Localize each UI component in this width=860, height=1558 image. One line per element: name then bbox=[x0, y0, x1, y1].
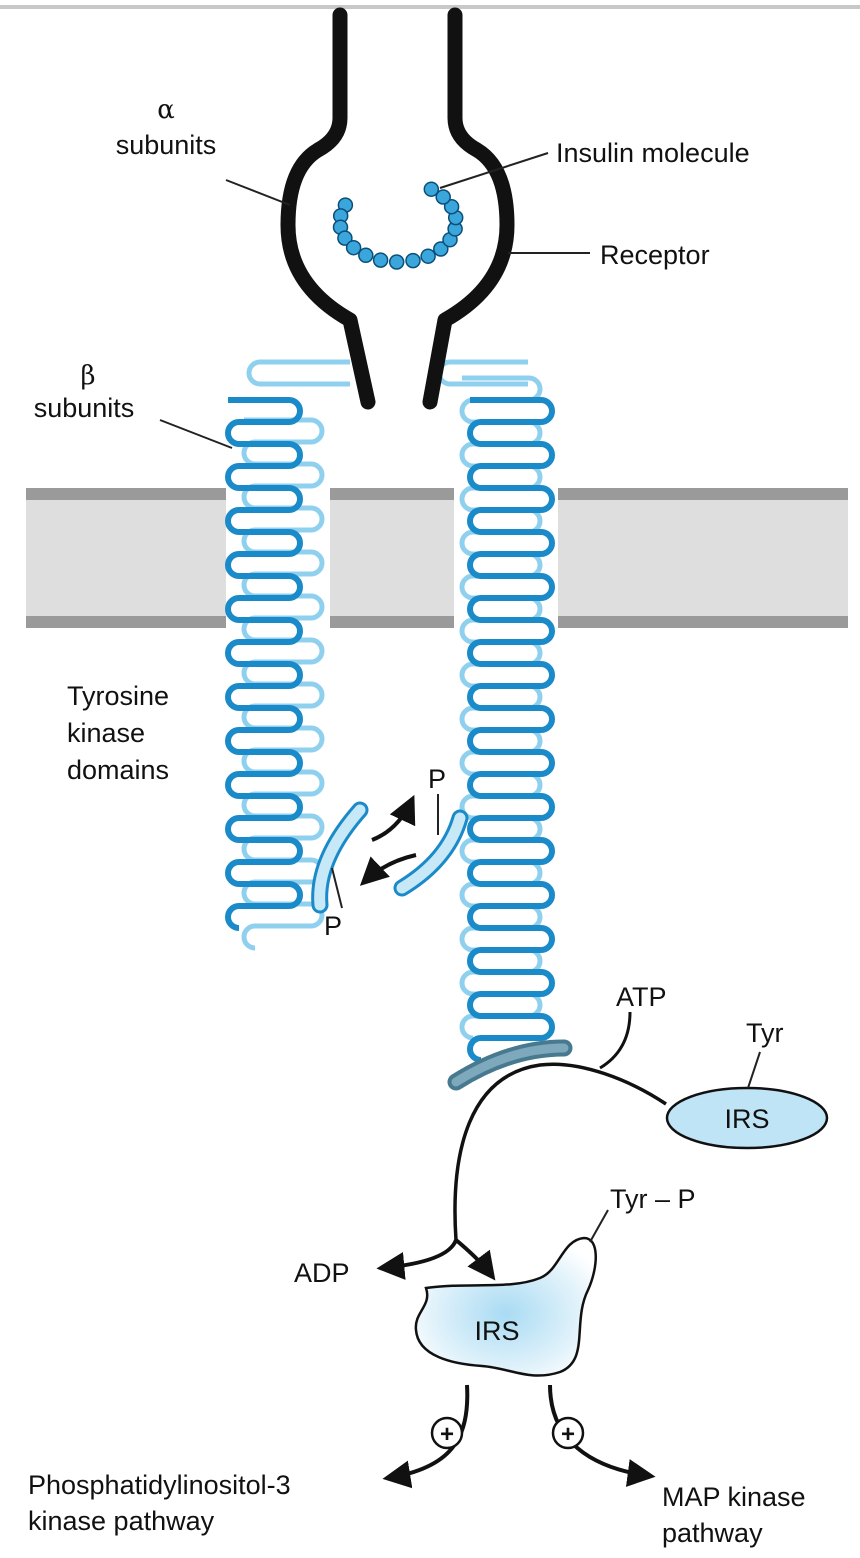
beta-left-front-strand bbox=[225, 397, 303, 931]
insulin-bead bbox=[405, 252, 421, 269]
pathway-curve bbox=[453, 1062, 667, 1241]
tyrosine-label-line1: Tyrosine bbox=[67, 681, 169, 711]
receptor-label: Receptor bbox=[600, 240, 710, 270]
p-leader-lower bbox=[331, 867, 343, 909]
tyrosine-label-line3: domains bbox=[67, 755, 169, 785]
alpha-subunit-right bbox=[422, 7, 515, 410]
beta-symbol: β bbox=[80, 361, 95, 391]
irs-inactive bbox=[665, 1086, 829, 1150]
insulin-bead bbox=[433, 241, 449, 257]
insulin-bead bbox=[358, 247, 374, 264]
beta-leader bbox=[159, 419, 233, 449]
beta-subunits-label: subunits bbox=[34, 393, 135, 423]
irs-active-label: IRS bbox=[474, 1316, 519, 1346]
insulin-bead bbox=[372, 252, 389, 268]
insulin-bead bbox=[435, 189, 451, 205]
beta-subunit-right bbox=[436, 359, 555, 1063]
cell-membrane bbox=[26, 486, 848, 632]
tyr-leader bbox=[747, 1051, 761, 1089]
plus-circle-right bbox=[551, 1416, 585, 1450]
atp-label: ATP bbox=[616, 982, 667, 1012]
insulin-bead bbox=[420, 248, 436, 264]
alpha-subunits-label: subunits bbox=[116, 130, 217, 160]
alpha-leader bbox=[225, 179, 291, 206]
insulin-bead bbox=[443, 198, 460, 215]
phospho-label-upper: P bbox=[428, 764, 446, 794]
arrow-up-right bbox=[371, 794, 416, 842]
autophosphorylation bbox=[311, 794, 469, 914]
adp-label: ADP bbox=[294, 1258, 350, 1288]
beta-right-top-loop bbox=[436, 359, 528, 387]
reaction-pathway bbox=[376, 1011, 667, 1281]
mapk-label-line2: pathway bbox=[662, 1518, 763, 1548]
beta-right-front-strand bbox=[467, 397, 555, 1063]
alpha-symbol: α bbox=[157, 95, 175, 125]
arrow-down-left bbox=[359, 853, 417, 886]
alpha-subunits bbox=[280, 7, 515, 410]
plus-sign-left: + bbox=[440, 1421, 454, 1448]
arrow-mapk bbox=[548, 1384, 656, 1487]
tyrosine-label-line2: kinase bbox=[67, 718, 145, 748]
insulin-molecule-label: Insulin molecule bbox=[556, 138, 750, 168]
insulin-molecule bbox=[332, 181, 464, 270]
arrow-to-adp bbox=[376, 1239, 458, 1280]
plus-circle-left bbox=[430, 1416, 464, 1450]
insulin-bead bbox=[345, 239, 362, 256]
alpha-subunit-left bbox=[280, 7, 376, 410]
plus-sign-right: + bbox=[561, 1421, 575, 1448]
pi3k-label-line1: Phosphatidylinositol-3 bbox=[28, 1470, 291, 1500]
arrow-to-irs bbox=[454, 1238, 496, 1281]
insulin-bead bbox=[423, 181, 440, 197]
atp-connector bbox=[599, 1011, 632, 1070]
phospho-label-lower: P bbox=[324, 911, 342, 941]
mapk-label-line1: MAP kinase bbox=[662, 1482, 806, 1512]
beta-left-top-loop bbox=[246, 359, 350, 387]
insulin-bead bbox=[388, 254, 405, 270]
pi3k-label-line2: kinase pathway bbox=[28, 1506, 215, 1536]
top-rule bbox=[0, 5, 860, 9]
irs-inactive-label: IRS bbox=[724, 1104, 769, 1134]
tyr-p-leader bbox=[589, 1209, 609, 1243]
tyr-p-label: Tyr – P bbox=[610, 1184, 696, 1214]
beta-subunit-left bbox=[225, 359, 350, 951]
insulin-leader bbox=[439, 152, 549, 189]
insulin-bead bbox=[337, 230, 353, 246]
downstream-pathways: + + bbox=[382, 1384, 656, 1489]
irs-phosphorylated bbox=[414, 1236, 597, 1377]
tyr-label: Tyr bbox=[746, 1018, 784, 1048]
